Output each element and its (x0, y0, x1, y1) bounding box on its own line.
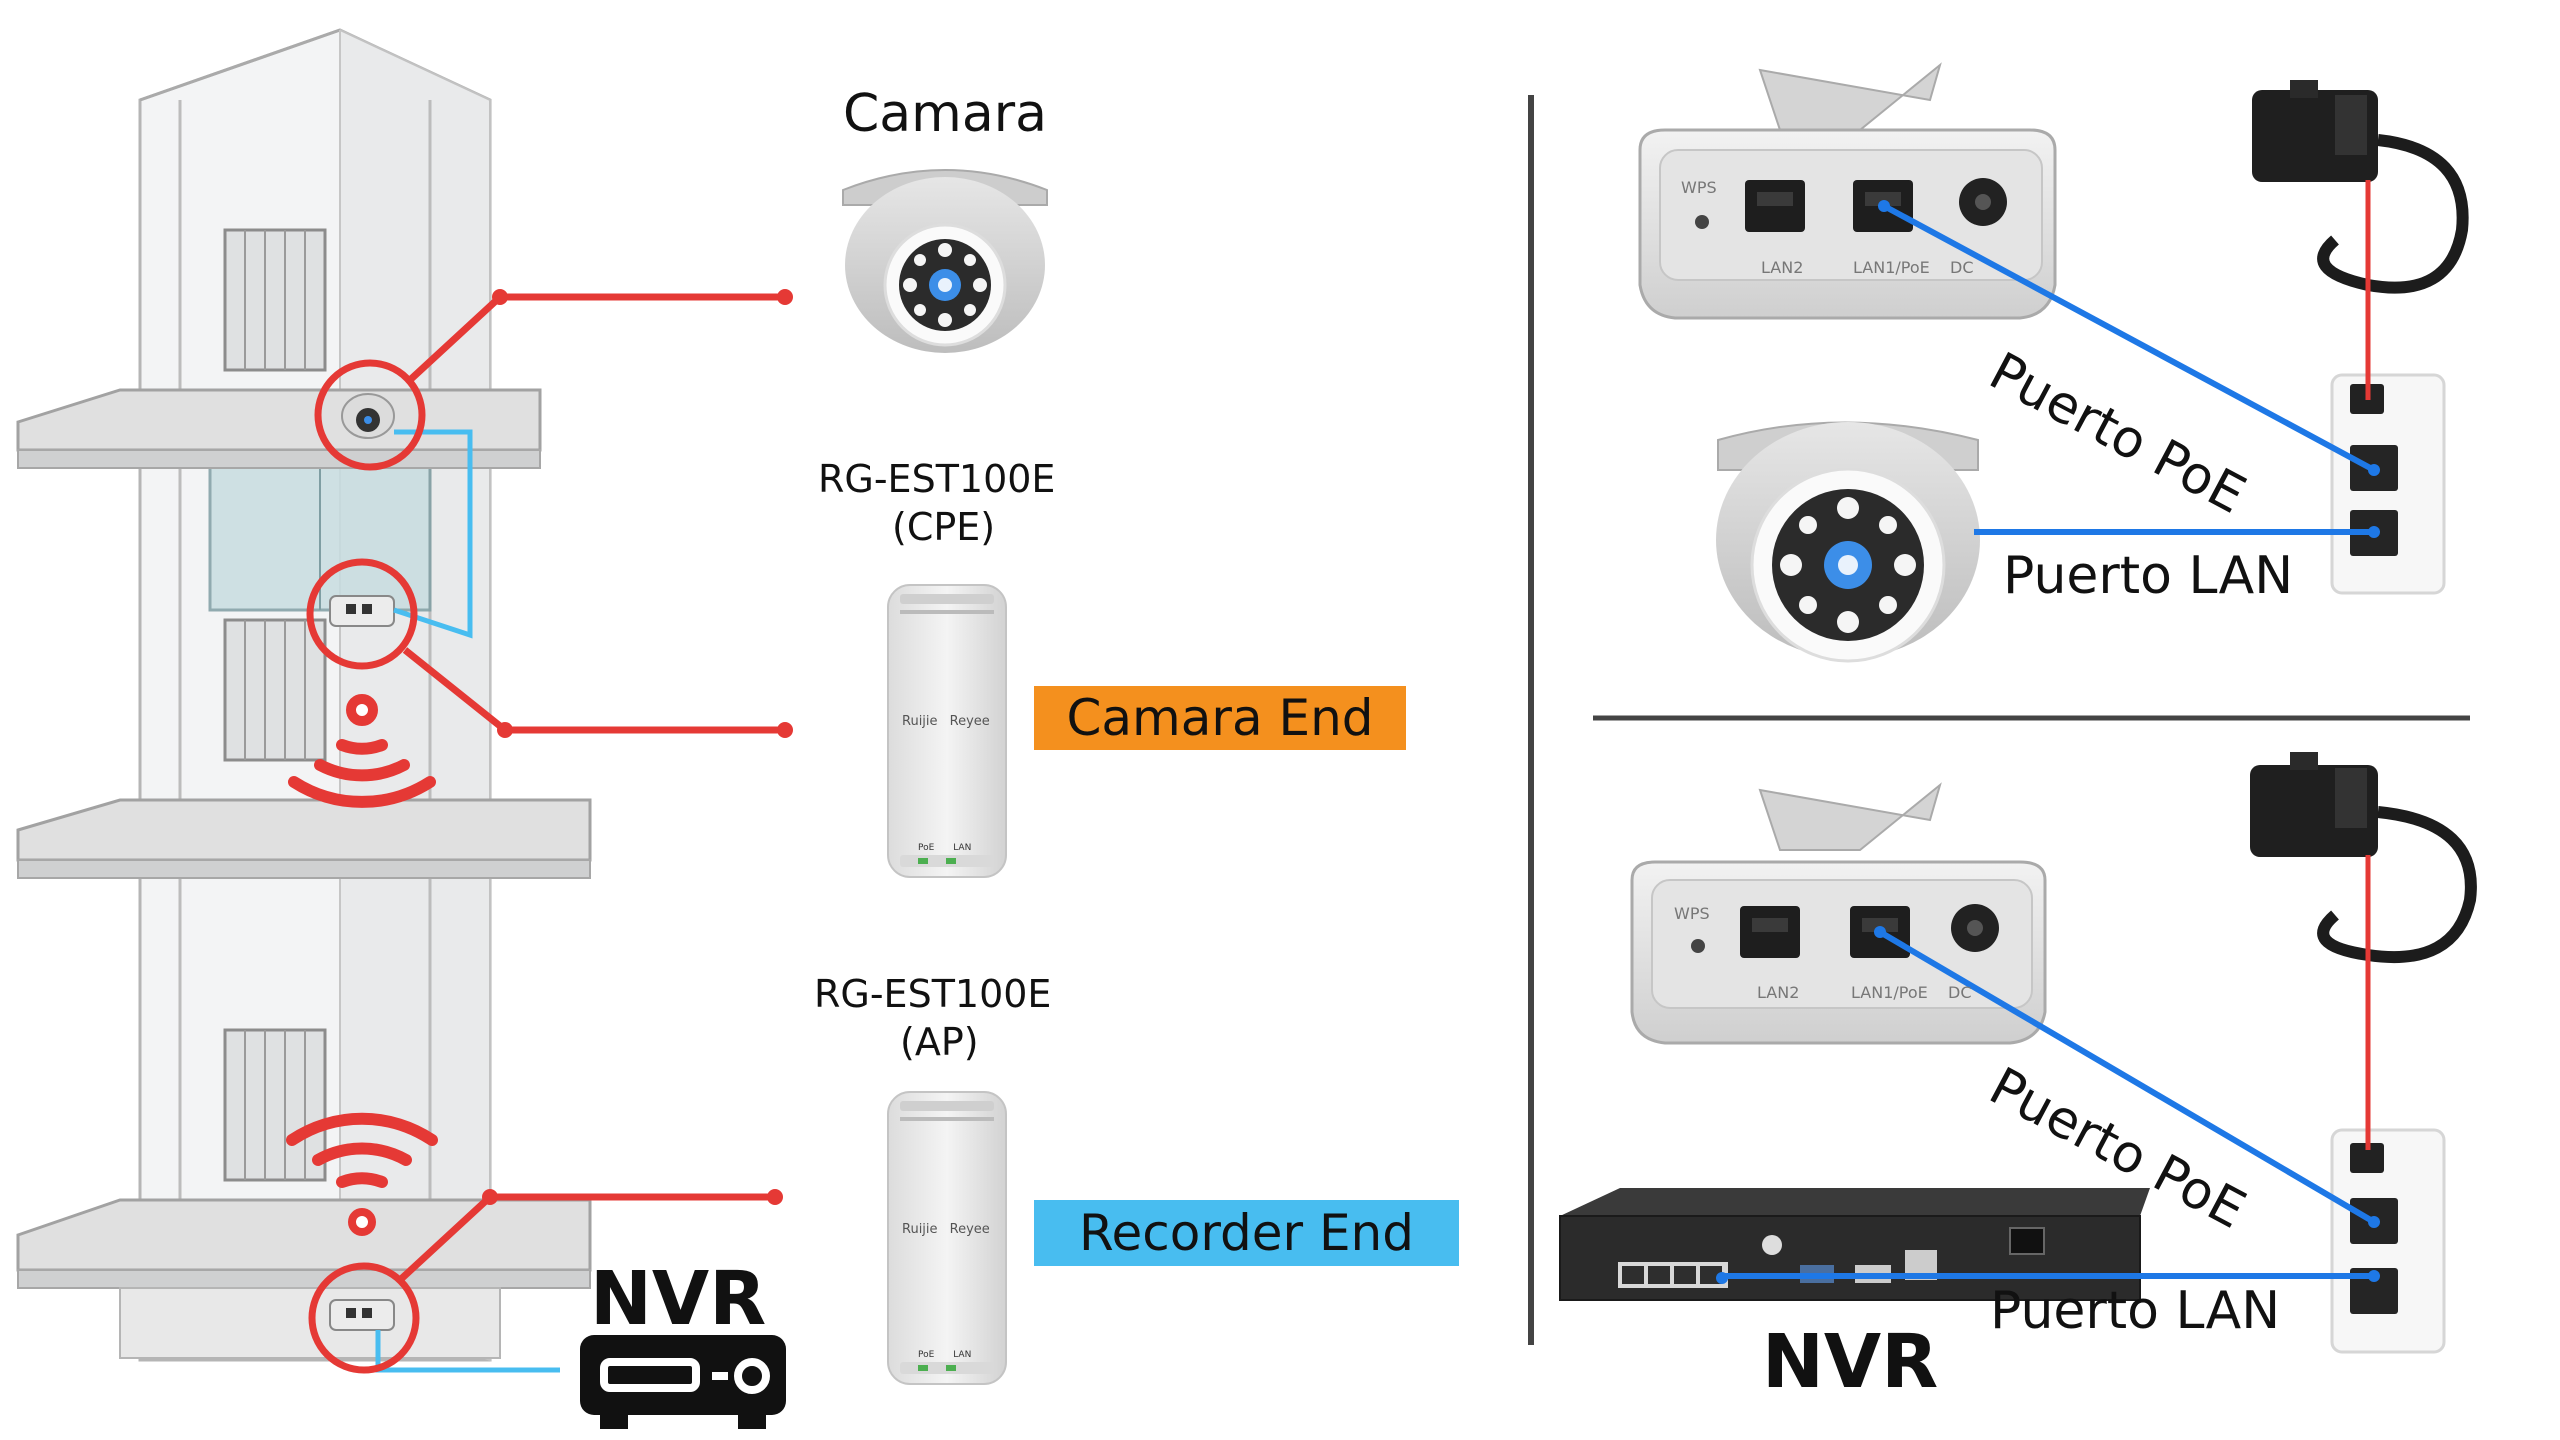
lan-port-label-top: Puerto LAN (2003, 546, 2294, 606)
poe-cable-top (1882, 203, 2376, 473)
ap-model-label: RG-EST100E (814, 972, 1052, 1016)
lan2-label-bottom: LAN2 (1757, 983, 1800, 1002)
lan1-label-top: LAN1/PoE (1853, 258, 1930, 277)
cpe-led-labels: PoE LAN (918, 844, 971, 853)
power-adapter-image (2252, 80, 2469, 294)
poe-injector-top (2330, 373, 2446, 595)
poe-cable-bottom (1878, 929, 2376, 1225)
wps-label-bottom: WPS (1674, 904, 1710, 923)
dome-camera-image-right (1716, 421, 1980, 663)
ap-brand: Ruijie (902, 1222, 938, 1237)
cpe-ports-closeup-bottom (1630, 782, 2047, 1045)
power-adapter-image-bottom (2250, 752, 2477, 964)
dc-label-bottom: DC (1948, 983, 1972, 1002)
wifi-signal-icon (286, 1112, 438, 1188)
elevator-shaft-illustration (16, 28, 592, 1373)
ap-device-image (887, 1091, 1007, 1385)
cpe-led-poe: PoE (918, 843, 935, 853)
nvr-label-right: NVR (1762, 1319, 1939, 1405)
nvr-icon (580, 1335, 786, 1429)
ap-role-label: (AP) (900, 1020, 979, 1064)
lan2-label-top: LAN2 (1761, 258, 1804, 277)
cpe-brand: Ruijie (902, 714, 938, 729)
cpe-brand-label: Ruijie Reyee (902, 715, 990, 728)
recorder-end-badge: Recorder End (1034, 1200, 1459, 1266)
cpe-sub-brand: Reyee (949, 714, 990, 729)
cpe-model-label: RG-EST100E (818, 457, 1056, 501)
wifi-dot-icon (348, 696, 376, 724)
ap-led-lan: LAN (953, 1350, 972, 1360)
poe-injector-bottom (2330, 1128, 2446, 1354)
cpe-ports-closeup-top (1638, 62, 2057, 320)
cpe-device-image (887, 584, 1007, 878)
nvr-label-left: NVR (590, 1256, 767, 1342)
dome-camera-image (842, 169, 1048, 353)
dc-label-top: DC (1950, 258, 1974, 277)
cpe-role-label: (CPE) (892, 505, 996, 549)
camera-end-badge: Camara End (1034, 686, 1406, 750)
ap-led-labels: PoE LAN (918, 1351, 971, 1360)
lan-cable-bottom (1719, 1273, 2374, 1279)
ap-sub-brand: Reyee (949, 1222, 990, 1237)
ap-led-poe: PoE (918, 1350, 935, 1360)
lan-port-label-bottom: Puerto LAN (1990, 1281, 2281, 1341)
camera-title: Camara (843, 84, 1047, 144)
wps-label-top: WPS (1681, 178, 1717, 197)
wifi-dot-icon (348, 1208, 376, 1236)
lan1-label-bottom: LAN1/PoE (1851, 983, 1928, 1002)
cpe-led-lan: LAN (953, 843, 972, 853)
ap-brand-label: Ruijie Reyee (902, 1223, 990, 1236)
